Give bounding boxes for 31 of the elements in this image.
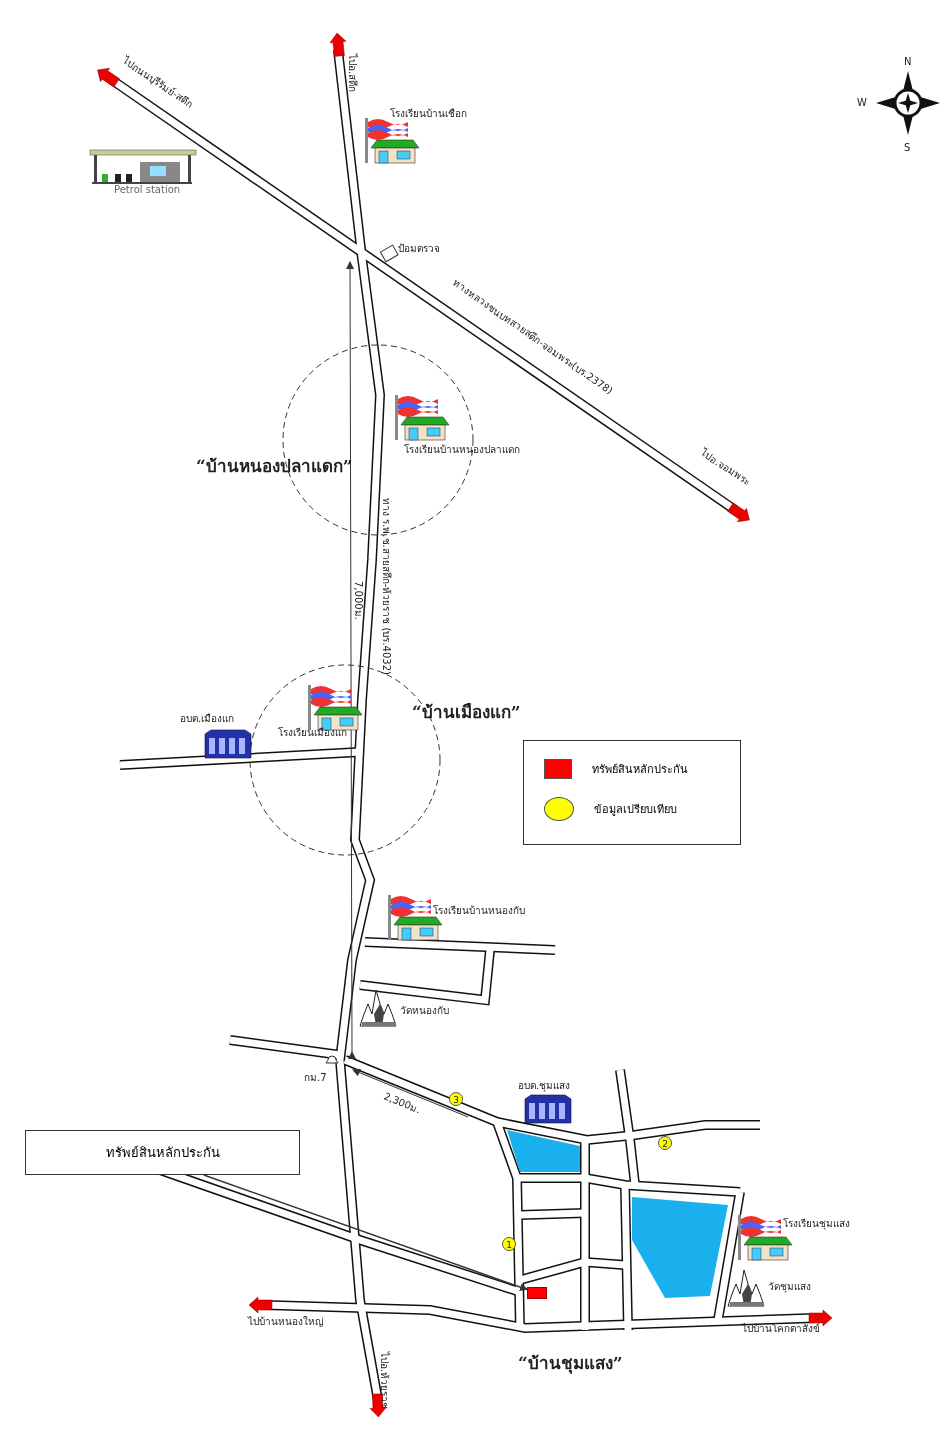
place-label: โรงเรียนเมืองแก	[278, 727, 347, 739]
callout-number: 2	[658, 1136, 672, 1150]
property-marker	[527, 1287, 547, 1299]
place-label: โรงเรียนชุมแสง	[783, 1218, 850, 1230]
village-name: “บ้านชุมแสง”	[518, 1353, 623, 1373]
callout-number: 1	[502, 1237, 516, 1251]
place-label: วัดหนองกับ	[400, 1005, 449, 1017]
compass-letter: S	[904, 142, 911, 154]
place-label: Petrol station	[114, 184, 181, 196]
leader-line	[203, 1174, 528, 1291]
place-label: อบต.ชุมแสง	[518, 1080, 571, 1092]
legend-label: ทรัพย์สินหลักประกัน	[592, 762, 688, 778]
place-label: ป้อมตรวจ	[398, 243, 440, 255]
village-name: “บ้านเมืองแก”	[412, 702, 521, 722]
place-label: โรงเรียนบ้านหนองกับ	[433, 905, 525, 917]
road-label: ไปอ.ห้วยราช	[378, 1352, 390, 1410]
road-label: ไปอ.สตึก	[346, 54, 358, 93]
road-label: ไปบ้านโคกตาสังข์	[742, 1323, 820, 1335]
place-label: โรงเรียนบ้านเชือก	[390, 108, 467, 120]
place-label: กม.7	[304, 1072, 327, 1084]
place-label: โรงเรียนบ้านหนองปลาแดก	[404, 444, 520, 456]
distance-label: 7,000ม.	[352, 581, 364, 620]
road-label: ทาง ร.พ.ช.สายสตึก-ห้วยราช (บร.4032)	[380, 498, 392, 675]
legend-label: ข้อมูลเปรียบเทียบ	[594, 802, 677, 818]
callout-box: ทรัพย์สินหลักประกัน	[25, 1130, 300, 1175]
place-label: อบต.เมืองแก	[180, 713, 235, 725]
compass-letter: N	[904, 56, 912, 68]
road-label: ไปบ้านหนองใหญ่	[248, 1316, 324, 1328]
compass-letter: W	[857, 97, 867, 109]
callout-number: 3	[449, 1092, 463, 1106]
place-label: วัดชุมแสง	[768, 1281, 811, 1293]
